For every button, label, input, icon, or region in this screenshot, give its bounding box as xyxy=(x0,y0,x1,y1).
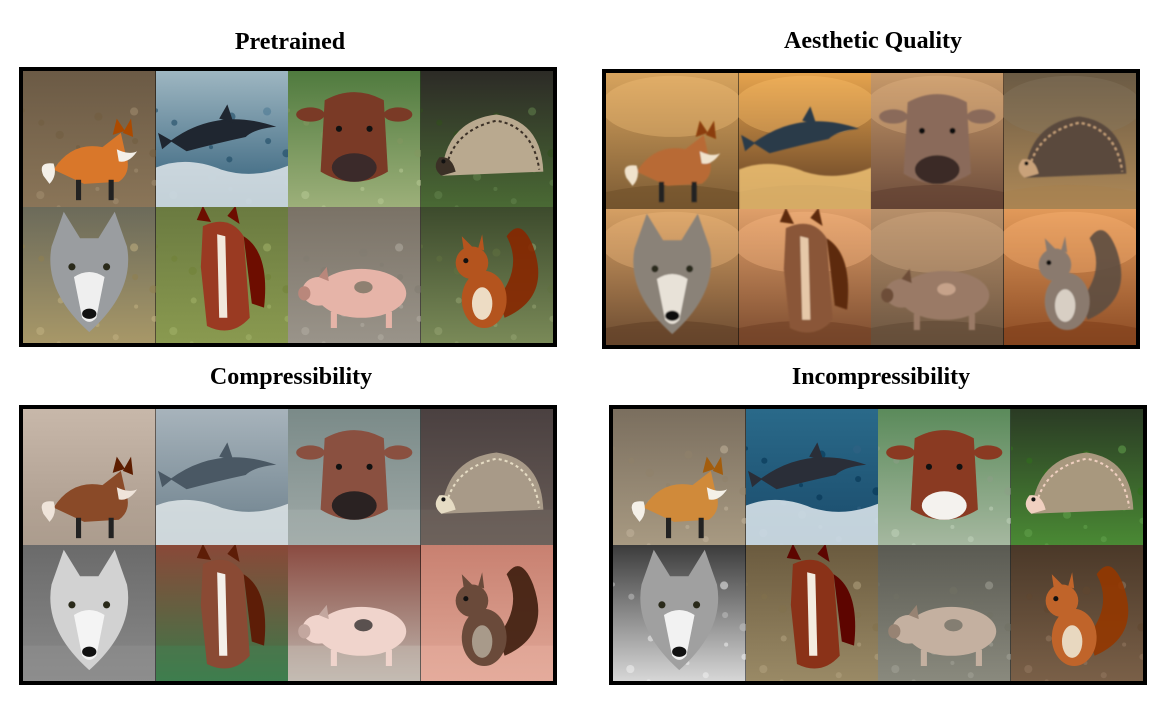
hedgehog-image xyxy=(1003,73,1136,209)
image-tile-fox xyxy=(606,73,739,209)
hedgehog-image xyxy=(420,409,553,545)
image-tile-dolphin xyxy=(155,71,288,207)
fox-image xyxy=(23,409,156,545)
fox-image xyxy=(23,71,156,207)
cow-image xyxy=(288,409,421,545)
image-tile-dolphin xyxy=(155,409,288,545)
wolf-image xyxy=(606,209,739,345)
horse-image xyxy=(738,209,871,345)
image-tile-cow xyxy=(288,71,421,207)
image-tile-hedgehog xyxy=(1003,73,1136,209)
image-tile-pig xyxy=(871,209,1004,345)
image-tile-wolf xyxy=(23,207,156,343)
squirrel-image xyxy=(420,207,553,343)
horse-image xyxy=(155,207,288,343)
image-tile-horse xyxy=(155,207,288,343)
image-tile-dolphin xyxy=(745,409,878,545)
cow-image xyxy=(288,71,421,207)
squirrel-image xyxy=(1003,209,1136,345)
panel-title-incompressibility: Incompressibility xyxy=(791,364,971,390)
image-tile-hedgehog xyxy=(1010,409,1143,545)
dolphin-image xyxy=(155,71,288,207)
image-grid-aesthetic-quality xyxy=(602,69,1140,349)
horse-image xyxy=(745,545,878,681)
wolf-image xyxy=(23,545,156,681)
squirrel-image xyxy=(420,545,553,681)
image-tile-pig xyxy=(288,207,421,343)
image-tile-pig xyxy=(878,545,1011,681)
image-tile-cow xyxy=(288,409,421,545)
squirrel-image xyxy=(1010,545,1143,681)
image-tile-wolf xyxy=(613,545,746,681)
dolphin-image xyxy=(155,409,288,545)
panel-title-pretrained: Pretrained xyxy=(234,29,346,55)
cow-image xyxy=(871,73,1004,209)
image-tile-fox xyxy=(613,409,746,545)
image-grid-pretrained xyxy=(19,67,557,347)
image-tile-dolphin xyxy=(738,73,871,209)
image-tile-squirrel xyxy=(1003,209,1136,345)
pig-image xyxy=(878,545,1011,681)
wolf-image xyxy=(613,545,746,681)
hedgehog-image xyxy=(420,71,553,207)
image-tile-hedgehog xyxy=(420,409,553,545)
image-tile-wolf xyxy=(606,209,739,345)
image-tile-squirrel xyxy=(420,545,553,681)
image-grid-incompressibility xyxy=(609,405,1147,685)
image-tile-horse xyxy=(745,545,878,681)
hedgehog-image xyxy=(1010,409,1143,545)
image-tile-horse xyxy=(155,545,288,681)
image-tile-fox xyxy=(23,409,156,545)
image-tile-hedgehog xyxy=(420,71,553,207)
image-tile-cow xyxy=(878,409,1011,545)
image-tile-squirrel xyxy=(420,207,553,343)
panel-title-aesthetic-quality: Aesthetic Quality xyxy=(784,28,962,54)
wolf-image xyxy=(23,207,156,343)
pig-image xyxy=(288,207,421,343)
dolphin-image xyxy=(738,73,871,209)
image-tile-fox xyxy=(23,71,156,207)
cow-image xyxy=(878,409,1011,545)
image-tile-pig xyxy=(288,545,421,681)
image-tile-wolf xyxy=(23,545,156,681)
pig-image xyxy=(871,209,1004,345)
fox-image xyxy=(613,409,746,545)
image-tile-squirrel xyxy=(1010,545,1143,681)
image-grid-compressibility xyxy=(19,405,557,685)
dolphin-image xyxy=(745,409,878,545)
panel-title-compressibility: Compressibility xyxy=(209,364,373,390)
image-tile-cow xyxy=(871,73,1004,209)
image-tile-horse xyxy=(738,209,871,345)
pig-image xyxy=(288,545,421,681)
fox-image xyxy=(606,73,739,209)
horse-image xyxy=(155,545,288,681)
